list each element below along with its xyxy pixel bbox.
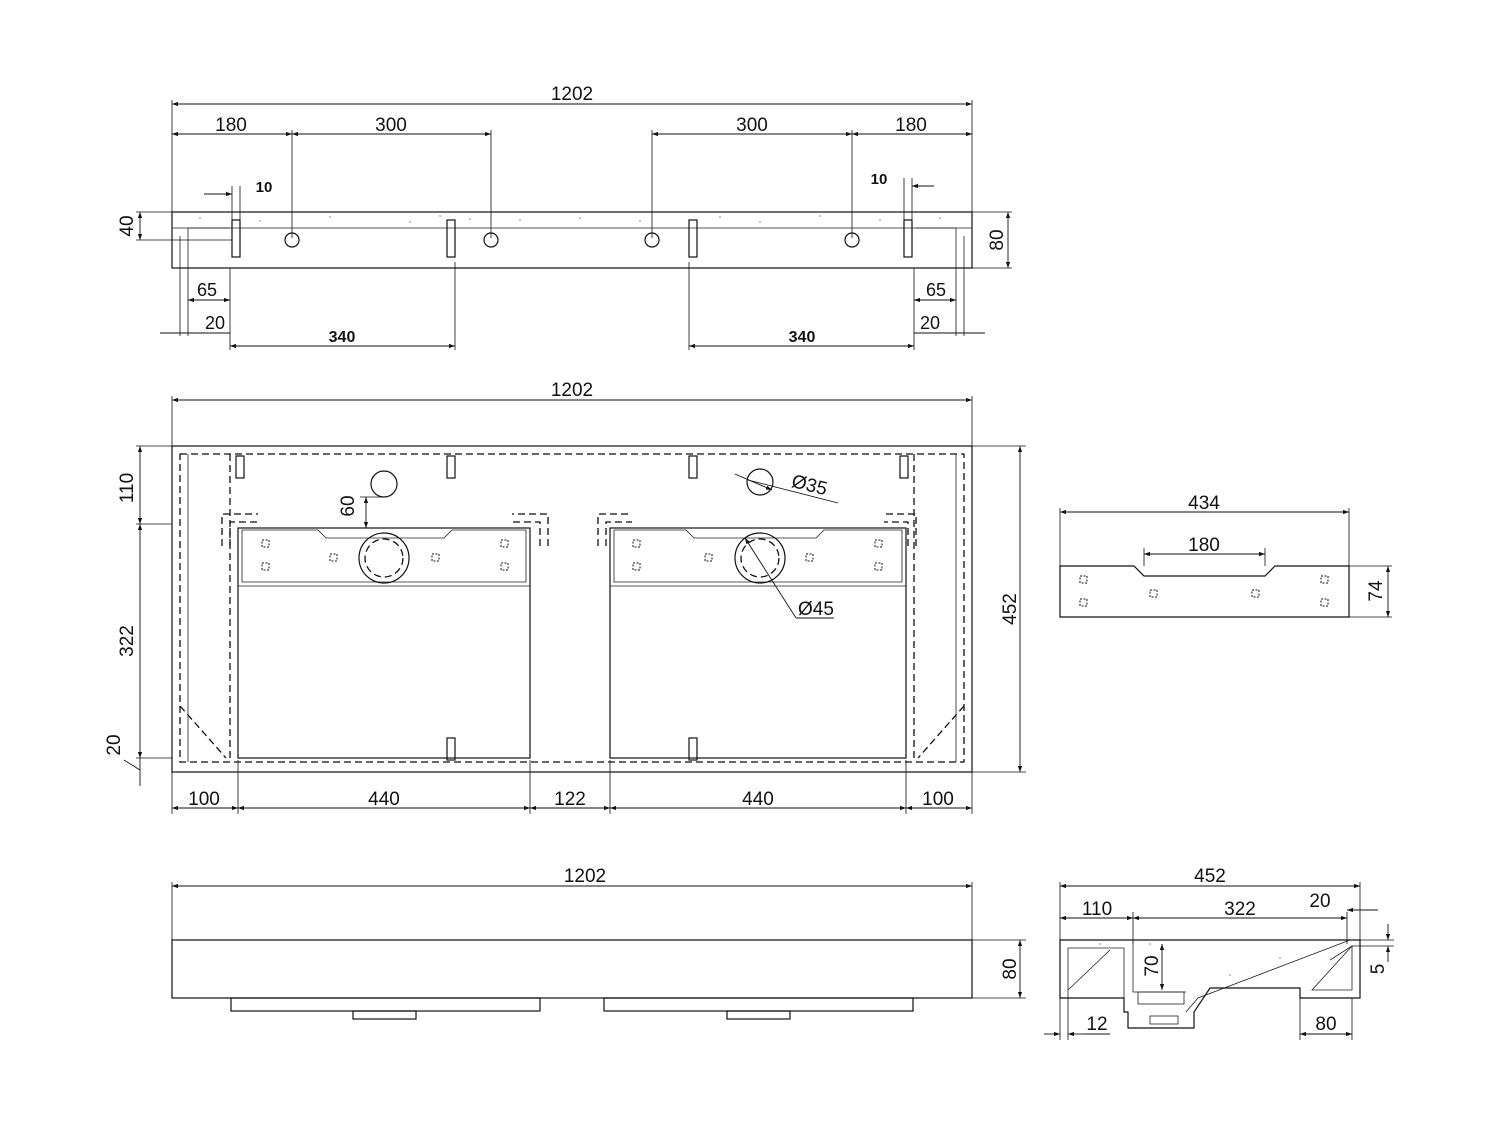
label-w-right-100: 100 (922, 789, 954, 810)
plan-view: 1202 (104, 380, 1026, 814)
label-basin-322: 322 (117, 625, 138, 657)
label-180-right: 180 (895, 115, 927, 136)
label-back-110: 110 (117, 473, 138, 503)
label-slot-right: 10 (871, 171, 888, 188)
tap-hole-3 (644, 232, 660, 248)
section-outline (1059, 939, 1361, 1029)
label-20-right: 20 (920, 313, 940, 333)
tap-hole-4 (844, 232, 860, 248)
label-section-20: 20 (1309, 891, 1330, 912)
label-340-left: 340 (329, 329, 356, 346)
label-section-70: 70 (1142, 955, 1163, 976)
label-middle-122: 122 (554, 789, 586, 810)
label-180-left: 180 (215, 115, 247, 136)
label-bracket-74: 74 (1366, 580, 1387, 602)
label-300-right: 300 (736, 115, 768, 136)
plan-outline (171, 445, 973, 773)
label-300-left: 300 (375, 115, 407, 136)
label-section-110: 110 (1082, 899, 1112, 920)
front-body (171, 939, 973, 999)
label-65-right: 65 (926, 280, 946, 300)
label-w-left-100: 100 (188, 789, 220, 810)
front-basin-right (603, 997, 914, 1012)
label-height-80-top: 80 (987, 229, 1008, 250)
label-tap-offset: 60 (338, 495, 359, 516)
label-section-80: 80 (1315, 1014, 1336, 1035)
bracket-view: 434 180 74 (1059, 493, 1392, 618)
label-bracket-180: 180 (1188, 535, 1220, 556)
label-front-height-80: 80 (1000, 958, 1021, 979)
label-overall-top: 1202 (551, 84, 593, 105)
label-65-left: 65 (197, 280, 217, 300)
label-section-322: 322 (1224, 899, 1256, 920)
basin-right (609, 527, 907, 759)
label-depth-452: 452 (1000, 593, 1021, 625)
top-view: 1202 180 300 300 180 10 10 (117, 84, 1012, 350)
label-20-left: 20 (205, 313, 225, 333)
label-overall-plan: 1202 (551, 380, 593, 401)
tap-hole-right (746, 468, 774, 496)
label-drain-diameter: Ø45 (798, 599, 834, 620)
label-section-5: 5 (1368, 964, 1389, 975)
basin-left (237, 527, 531, 759)
tap-hole-left (370, 470, 398, 498)
label-height-40: 40 (117, 215, 138, 236)
label-section-452: 452 (1194, 866, 1226, 887)
label-overall-front: 1202 (564, 866, 606, 887)
tap-hole-1 (284, 232, 300, 248)
label-bracket-434: 434 (1188, 493, 1220, 514)
label-340-right: 340 (789, 329, 816, 346)
front-view: 1202 80 (171, 866, 1026, 1020)
label-front-20: 20 (104, 734, 125, 755)
label-basin-left-440: 440 (368, 789, 400, 810)
label-tap-diameter: Ø35 (789, 471, 829, 500)
bracket-outline (1059, 565, 1350, 618)
drain-right (734, 532, 786, 584)
label-basin-right-440: 440 (742, 789, 774, 810)
label-section-12: 12 (1086, 1014, 1107, 1035)
label-slot-left: 10 (256, 179, 273, 196)
front-basin-left (230, 997, 541, 1012)
tap-hole-2 (483, 232, 499, 248)
texture-dots (199, 215, 941, 223)
section-view: 452 110 322 20 70 5 (1044, 866, 1394, 1040)
